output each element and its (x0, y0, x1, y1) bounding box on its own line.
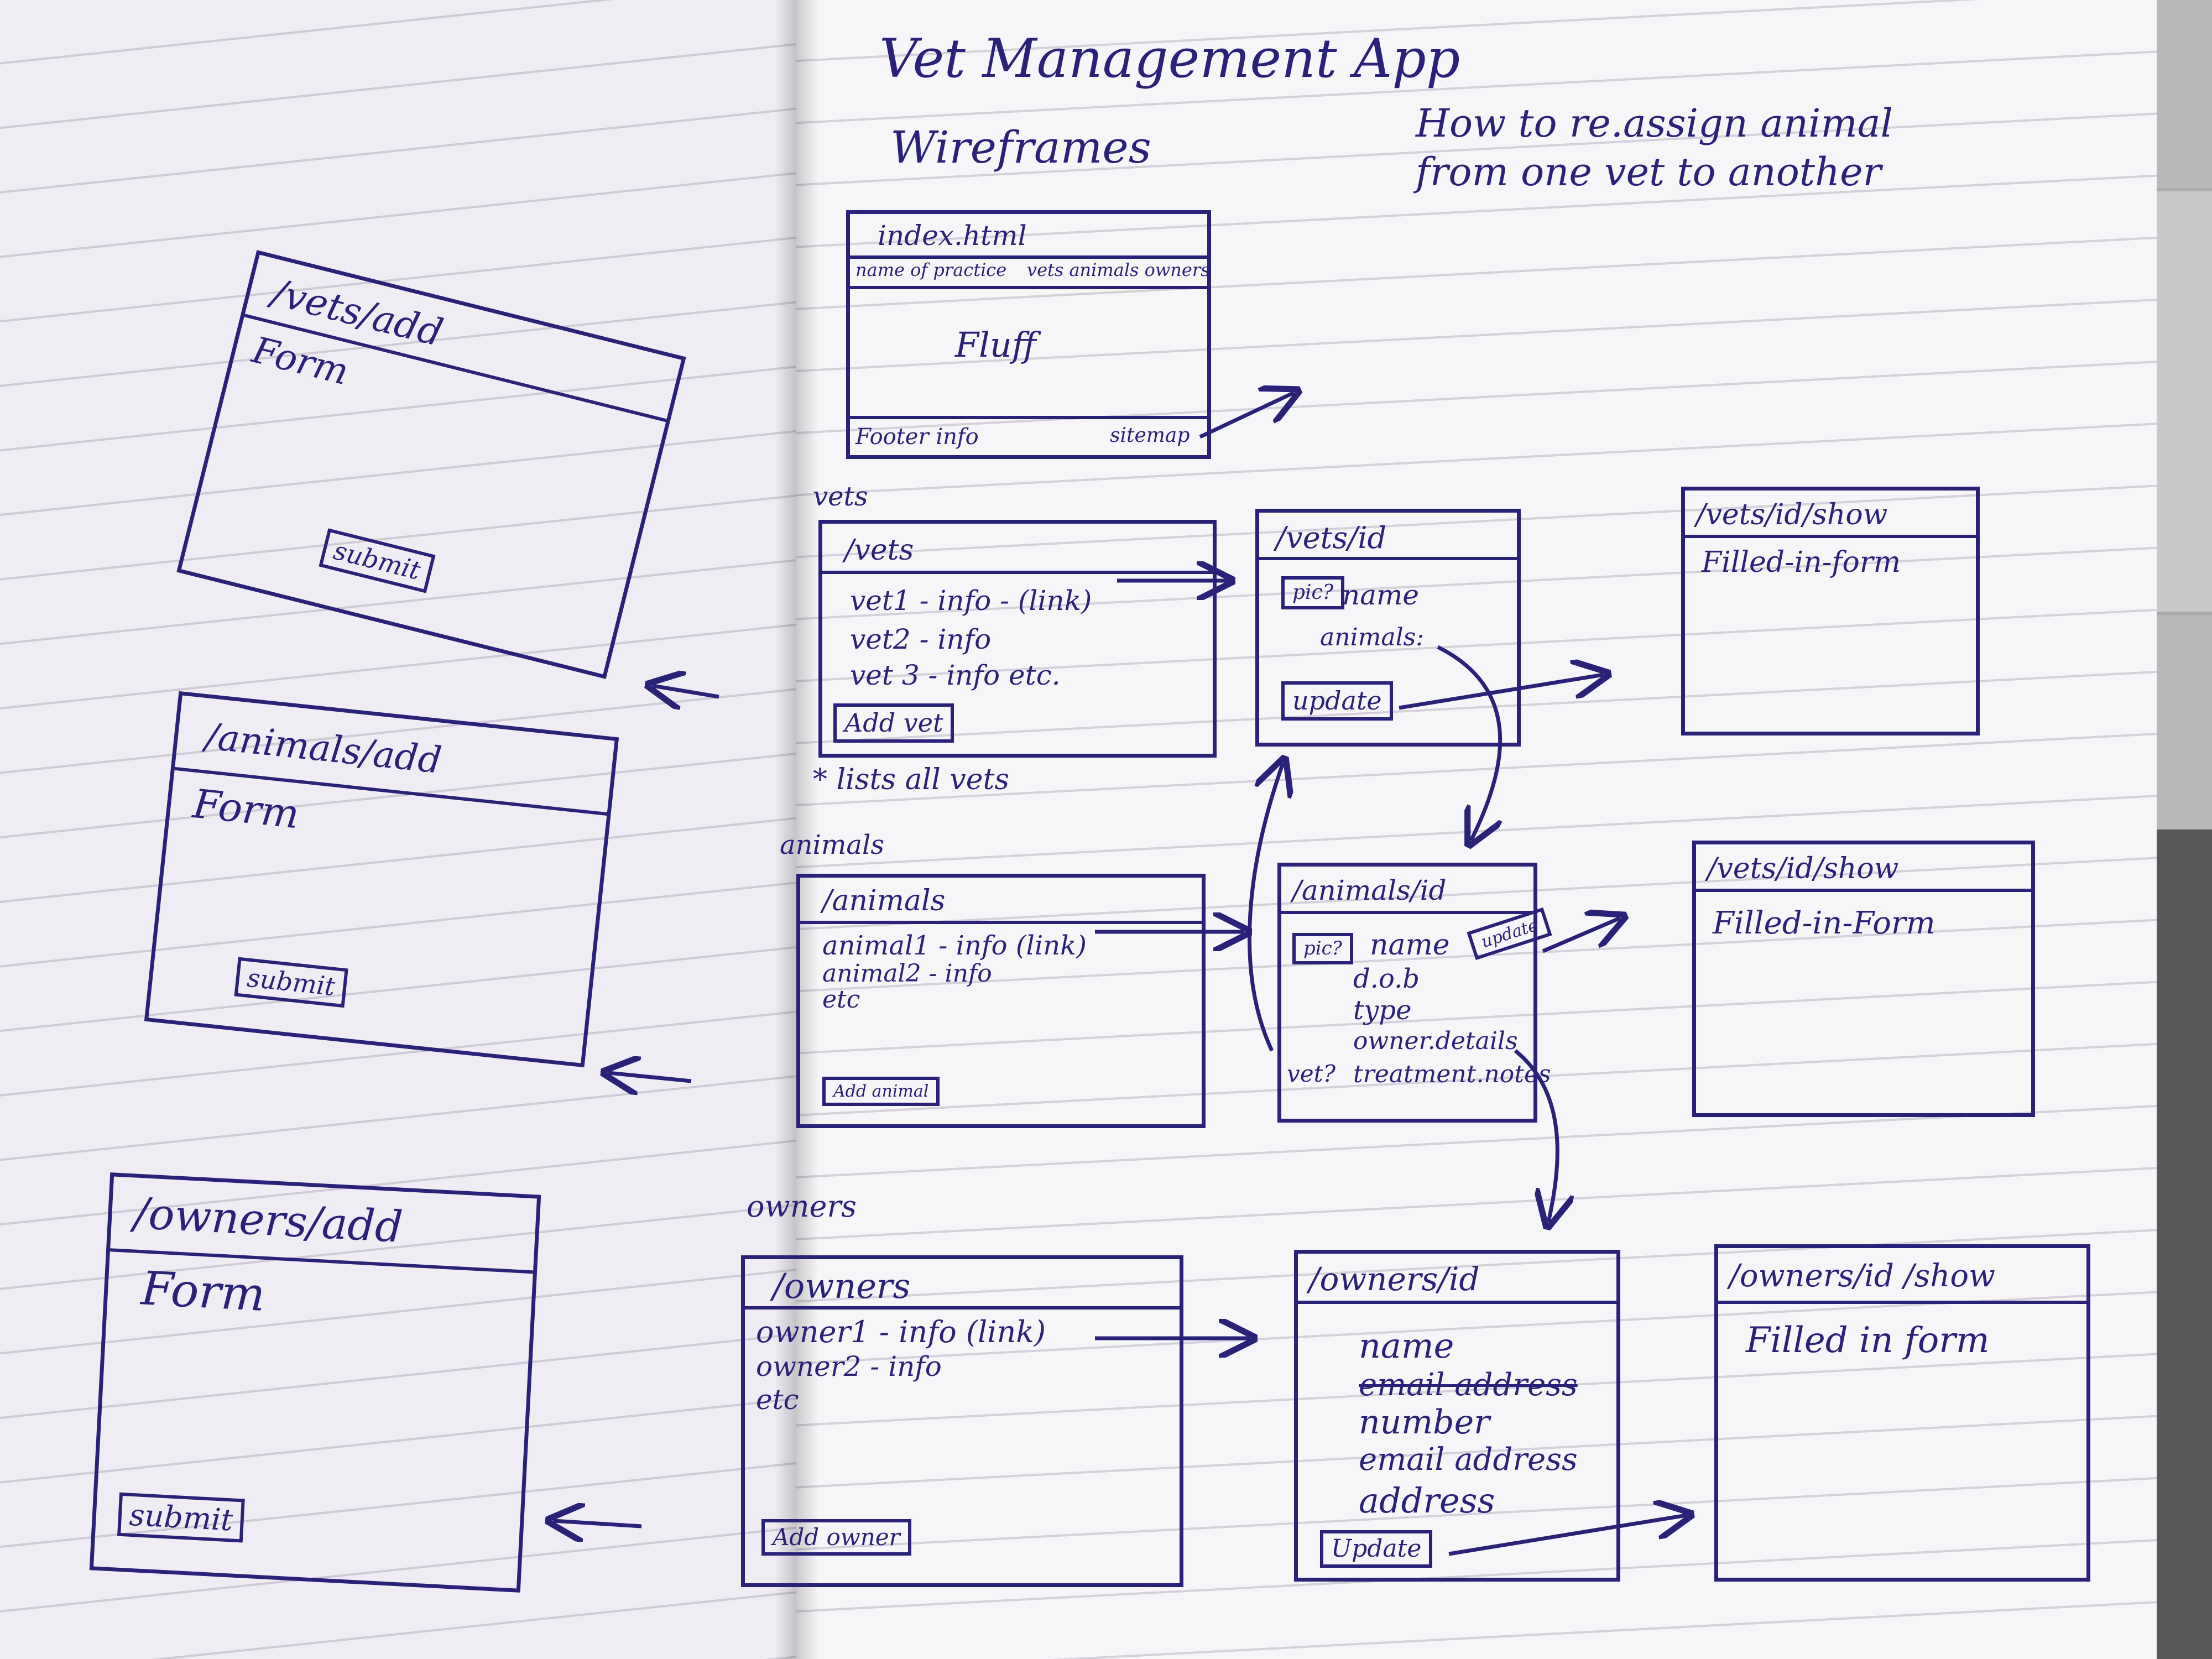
animal-field: d.o.b (1353, 963, 1420, 994)
owners-list-route: /owners (773, 1266, 911, 1306)
animal-vet-label: vet? (1287, 1060, 1335, 1087)
animals-list-item: animal2 - info (822, 959, 992, 988)
index-nav-left: name of practice (855, 259, 1007, 280)
animal-pic-placeholder: pic? (1292, 933, 1353, 965)
vets-list-item: vet1 - info - (link) (850, 585, 1092, 617)
animal-detail-wireframe: /animals/id pic? name d.o.b type owner.d… (1277, 863, 1553, 1123)
animal-field: treatment.notes (1353, 1060, 1551, 1088)
vets-list-route: /vets (844, 534, 914, 567)
add-animal-button[interactable]: Add animal (822, 1077, 940, 1106)
page-title: Vet Management App (879, 28, 1460, 90)
notebook-spine (774, 0, 818, 1659)
owner-field: email address (1359, 1442, 1578, 1478)
animal-field: name (1370, 928, 1450, 962)
animals-list-route: /animals (822, 884, 946, 917)
vet-show-route: /vets/id/show (1696, 498, 1888, 531)
arrow-animal-to-owner (1514, 1049, 1557, 1222)
index-route: index.html (878, 220, 1027, 252)
owner-show-route: /owners/id /show (1729, 1258, 1995, 1294)
notebook-left-page (0, 0, 796, 1659)
index-body: Fluff (955, 325, 1036, 365)
arrow-back-to-vets-add (653, 686, 719, 697)
animal-field: owner.details (1353, 1027, 1518, 1055)
vets-list-note: * lists all vets (813, 763, 1010, 796)
animal-show-body: Filled-in-Form (1713, 905, 1936, 941)
animals-list-item: animal1 - info (link) (822, 930, 1087, 961)
add-vet-button[interactable]: Add vet (833, 703, 954, 743)
page-subtitle: Wireframes (890, 122, 1151, 173)
vet-field: animals: (1320, 623, 1425, 651)
add-owner-button[interactable]: Add owner (761, 1519, 911, 1556)
arrow-animal-back-to-vet (1248, 763, 1283, 1052)
arrow-vet-update-to-show (1399, 675, 1604, 710)
index-wireframe: index.html name of practice vets animals… (846, 210, 1211, 459)
vet-pic-placeholder: pic? (1281, 576, 1345, 609)
animal-show-wireframe: /vets/id/show Filled-in-Form (1692, 841, 2035, 1117)
animals-list-wireframe: /animals animal1 - info (link) animal2 -… (796, 874, 1206, 1128)
vets-list-wireframe: /vets vet1 - info - (link) vet2 - info v… (818, 520, 1217, 758)
arrow-back-to-animals-add (608, 1073, 692, 1081)
owner-show-body: Filled in form (1746, 1320, 1990, 1361)
owner-field: email address (1359, 1367, 1578, 1403)
animal-field: type (1353, 995, 1412, 1026)
index-footer-right: sitemap (1110, 424, 1190, 447)
reassign-note: How to re.assign animal from one vet to … (1416, 101, 1893, 195)
arrow-sitemap (1199, 393, 1294, 439)
owners-list-item: owner1 - info (link) (756, 1314, 1046, 1349)
owner-field: address (1359, 1480, 1495, 1521)
owner-show-wireframe: /owners/id /show Filled in form (1714, 1244, 2090, 1582)
vet-show-wireframe: /vets/id/show Filled-in-form (1681, 487, 1980, 735)
animals-list-item: etc (822, 985, 860, 1014)
index-footer-left: Footer info (855, 424, 979, 450)
owner-detail-wireframe: /owners/id name email address number ema… (1294, 1250, 1620, 1582)
owner-field: number (1359, 1403, 1490, 1442)
animal-detail-route: /animals/id (1292, 874, 1447, 906)
arrow-back-to-owners-add (553, 1521, 642, 1526)
vets-list-item: vet2 - info (850, 623, 992, 655)
animal-show-route: /vets/id/show (1707, 852, 1899, 885)
vet-field: name (1342, 579, 1420, 611)
vet-detail-route: /vets/id (1276, 520, 1387, 555)
owner-field: name (1359, 1326, 1454, 1366)
arrow-owner-update-to-show (1448, 1515, 1687, 1556)
owner-detail-route: /owners/id (1309, 1260, 1480, 1298)
section-label-owners: owners (747, 1189, 857, 1224)
section-label-vets: vets (813, 481, 868, 512)
arrow-vet-to-animal (1437, 645, 1500, 841)
owners-list-item: etc (756, 1384, 799, 1416)
arrow-animal-update-to-show (1542, 918, 1620, 953)
vet-show-body: Filled-in-form (1702, 546, 1901, 579)
vet-update-button[interactable]: update (1281, 681, 1393, 721)
vets-list-item: vet 3 - info etc. (850, 659, 1061, 691)
owners-list-item: owner2 - info (756, 1350, 942, 1383)
owners-list-wireframe: /owners owner1 - info (link) owner2 - in… (741, 1255, 1183, 1587)
owner-update-button[interactable]: Update (1320, 1530, 1433, 1568)
section-label-animals: animals (780, 830, 884, 860)
vet-detail-wireframe: /vets/id pic? name animals: update (1255, 509, 1521, 747)
index-nav-right: vets animals owners (1027, 259, 1210, 280)
